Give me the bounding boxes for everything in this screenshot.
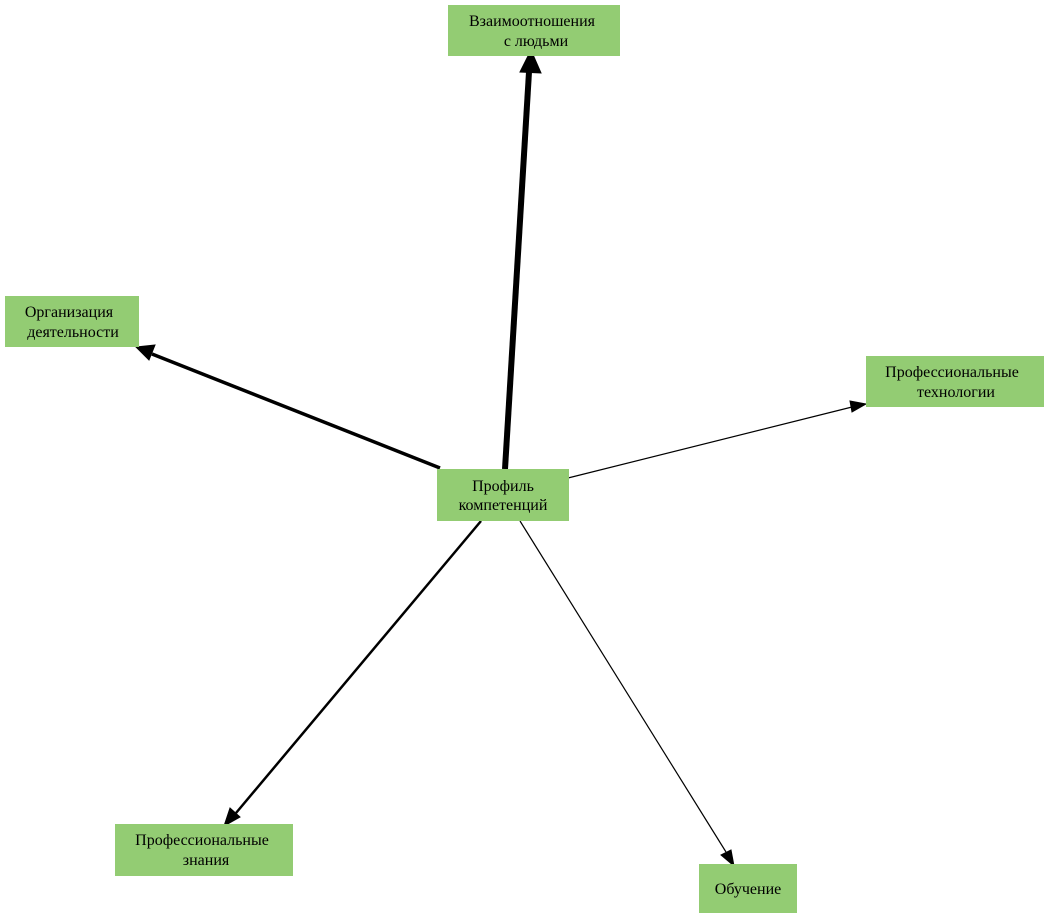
edge-to-learning xyxy=(519,520,735,868)
node-label: технологии xyxy=(917,384,995,401)
node-label: Профессиональные xyxy=(135,832,269,849)
node-label: деятельности xyxy=(27,324,119,341)
edge-to-tech xyxy=(567,400,868,479)
node-label: Профиль xyxy=(472,478,534,495)
node-label: Обучение xyxy=(715,881,781,898)
edge-to-knowledge xyxy=(223,520,482,828)
node-label: Профессиональные xyxy=(885,364,1019,381)
node-tech[interactable]: Профессиональные технологии xyxy=(866,356,1044,407)
node-organization[interactable]: Организация деятельности xyxy=(5,296,139,347)
node-knowledge[interactable]: Профессиональные знания xyxy=(115,824,293,876)
node-learning[interactable]: Обучение xyxy=(699,864,797,913)
node-label: Организация xyxy=(25,304,114,321)
node-label: компетенций xyxy=(459,497,548,514)
node-label: знания xyxy=(183,852,230,869)
node-center[interactable]: Профиль компетенций xyxy=(437,469,569,521)
edge-to-relations xyxy=(502,48,542,470)
edge-to-organization xyxy=(134,344,441,470)
node-label: Взаимоотношения xyxy=(469,13,596,30)
node-label: с людьми xyxy=(504,33,569,50)
node-relations[interactable]: Взаимоотношения с людьми xyxy=(448,5,620,56)
